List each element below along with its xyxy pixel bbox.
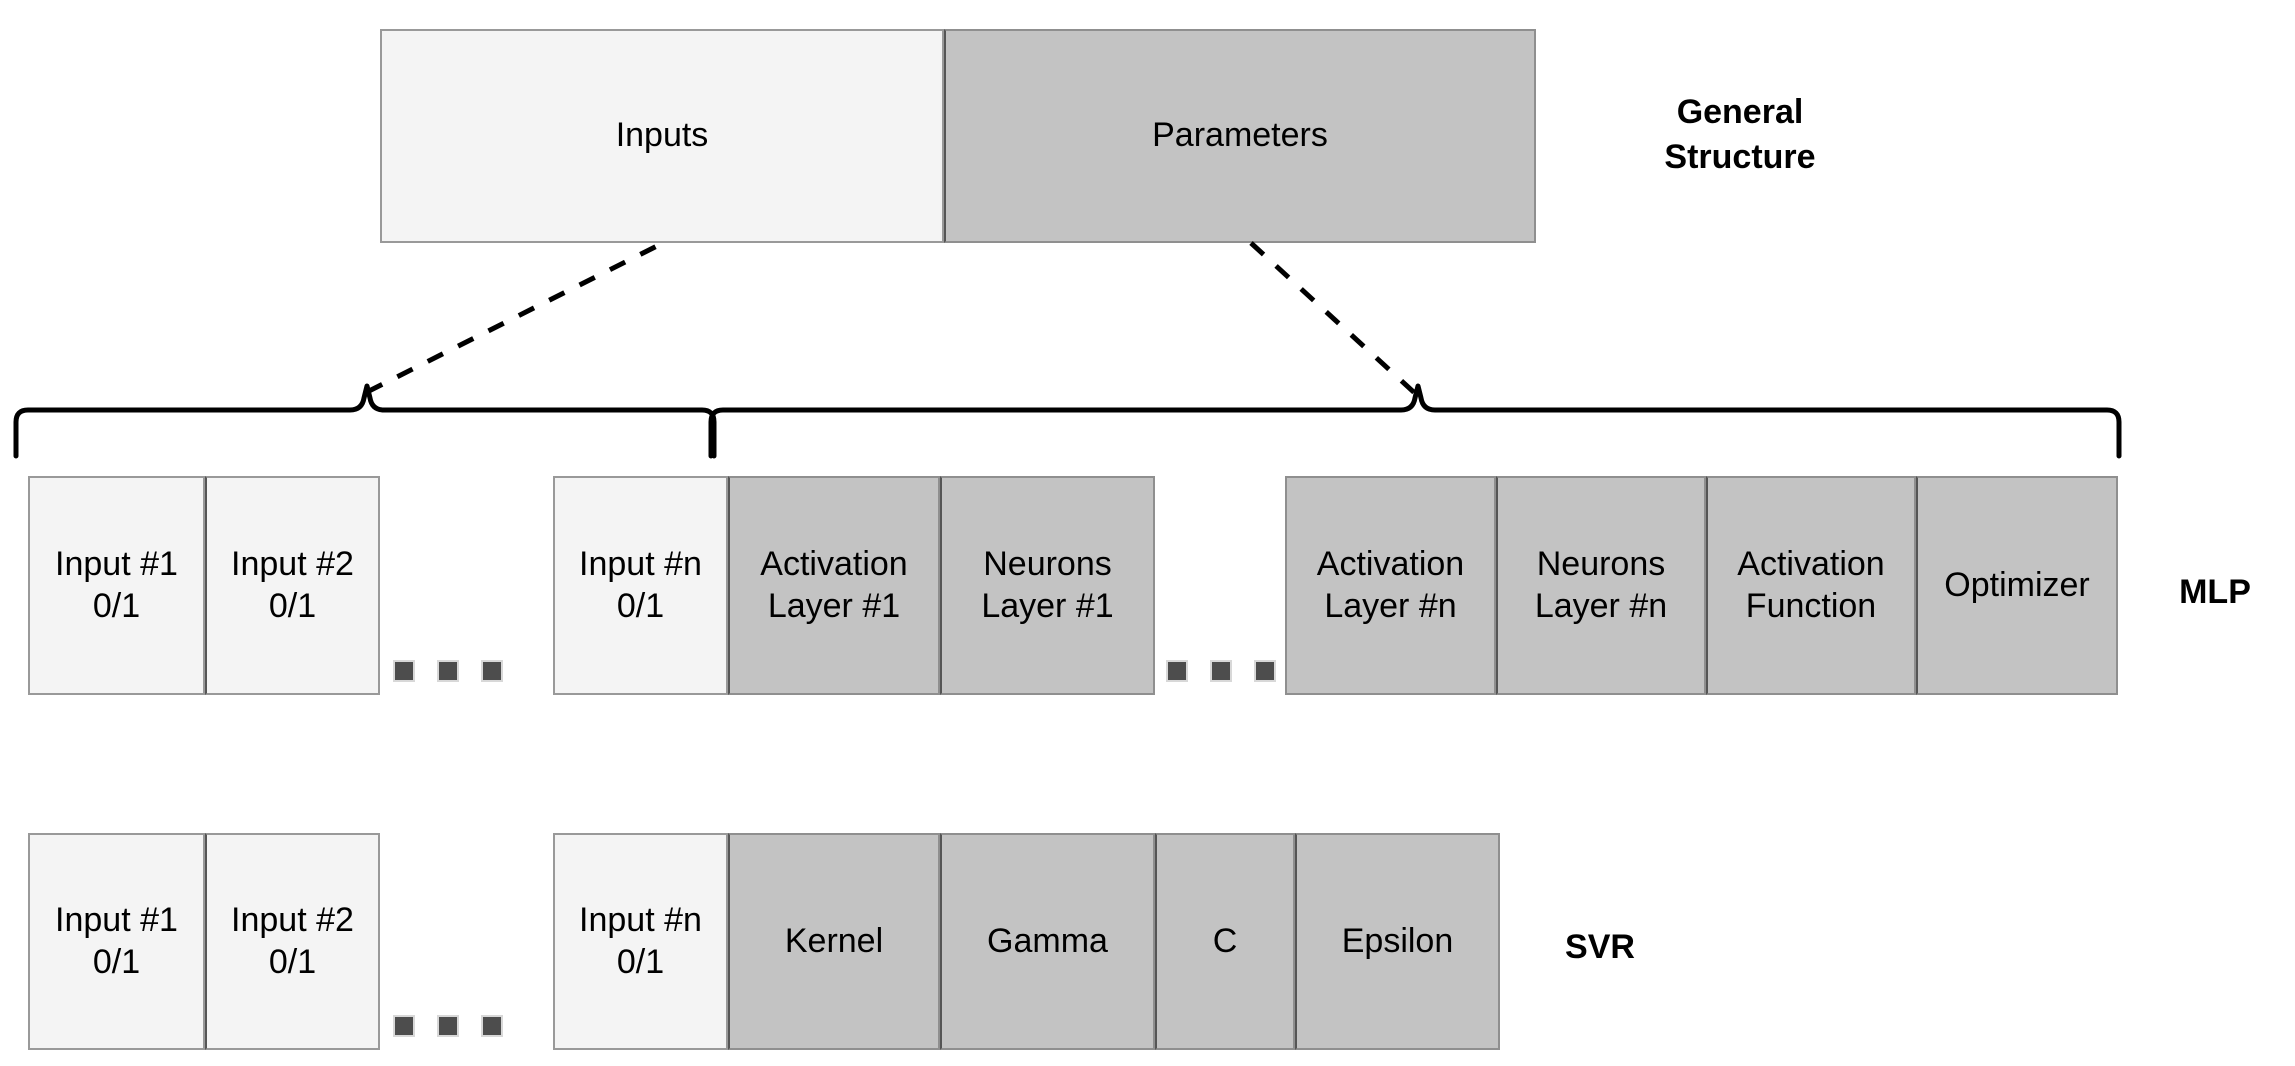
inputs-brace [13,383,717,459]
mlp-ellipsis-left [393,660,503,682]
ellipsis-dot [481,1015,503,1037]
mlp-input-n-box: Input #n 0/1 [553,476,728,695]
mlp-neurons-layer-n-box: Neurons Layer #n [1496,476,1706,695]
parameters-brace [708,383,2122,459]
svr-row-label: SVR [1565,928,1635,966]
mlp-row-label: MLP [2179,573,2251,611]
mlp-optimizer-box: Optimizer [1916,476,2118,695]
svr-gamma-box: Gamma [940,833,1155,1050]
ellipsis-dot [393,660,415,682]
svr-ellipsis-left [393,1015,503,1037]
mlp-neurons-layer-1-box: Neurons Layer #1 [940,476,1155,695]
ellipsis-dot [481,660,503,682]
svr-c-box: C [1155,833,1295,1050]
ellipsis-dot [1210,660,1232,682]
mlp-activation-layer-n-box: Activation Layer #n [1285,476,1496,695]
general-inputs-box: Inputs [380,29,944,243]
svr-epsilon-box: Epsilon [1295,833,1500,1050]
mlp-ellipsis-right [1166,660,1276,682]
mlp-activation-function-box: Activation Function [1706,476,1916,695]
mlp-input-1-box: Input #1 0/1 [28,476,205,695]
svr-input-n-box: Input #n 0/1 [553,833,728,1050]
ellipsis-dot [393,1015,415,1037]
svr-kernel-box: Kernel [728,833,940,1050]
general-parameters-box: Parameters [944,29,1536,243]
ellipsis-dot [1254,660,1276,682]
mlp-activation-layer-1-box: Activation Layer #1 [728,476,940,695]
svr-input-2-box: Input #2 0/1 [205,833,380,1050]
mlp-input-2-box: Input #2 0/1 [205,476,380,695]
ellipsis-dot [437,660,459,682]
ellipsis-dot [1166,660,1188,682]
svr-input-1-box: Input #1 0/1 [28,833,205,1050]
ellipsis-dot [437,1015,459,1037]
general-structure-label: General Structure [1664,93,1816,176]
